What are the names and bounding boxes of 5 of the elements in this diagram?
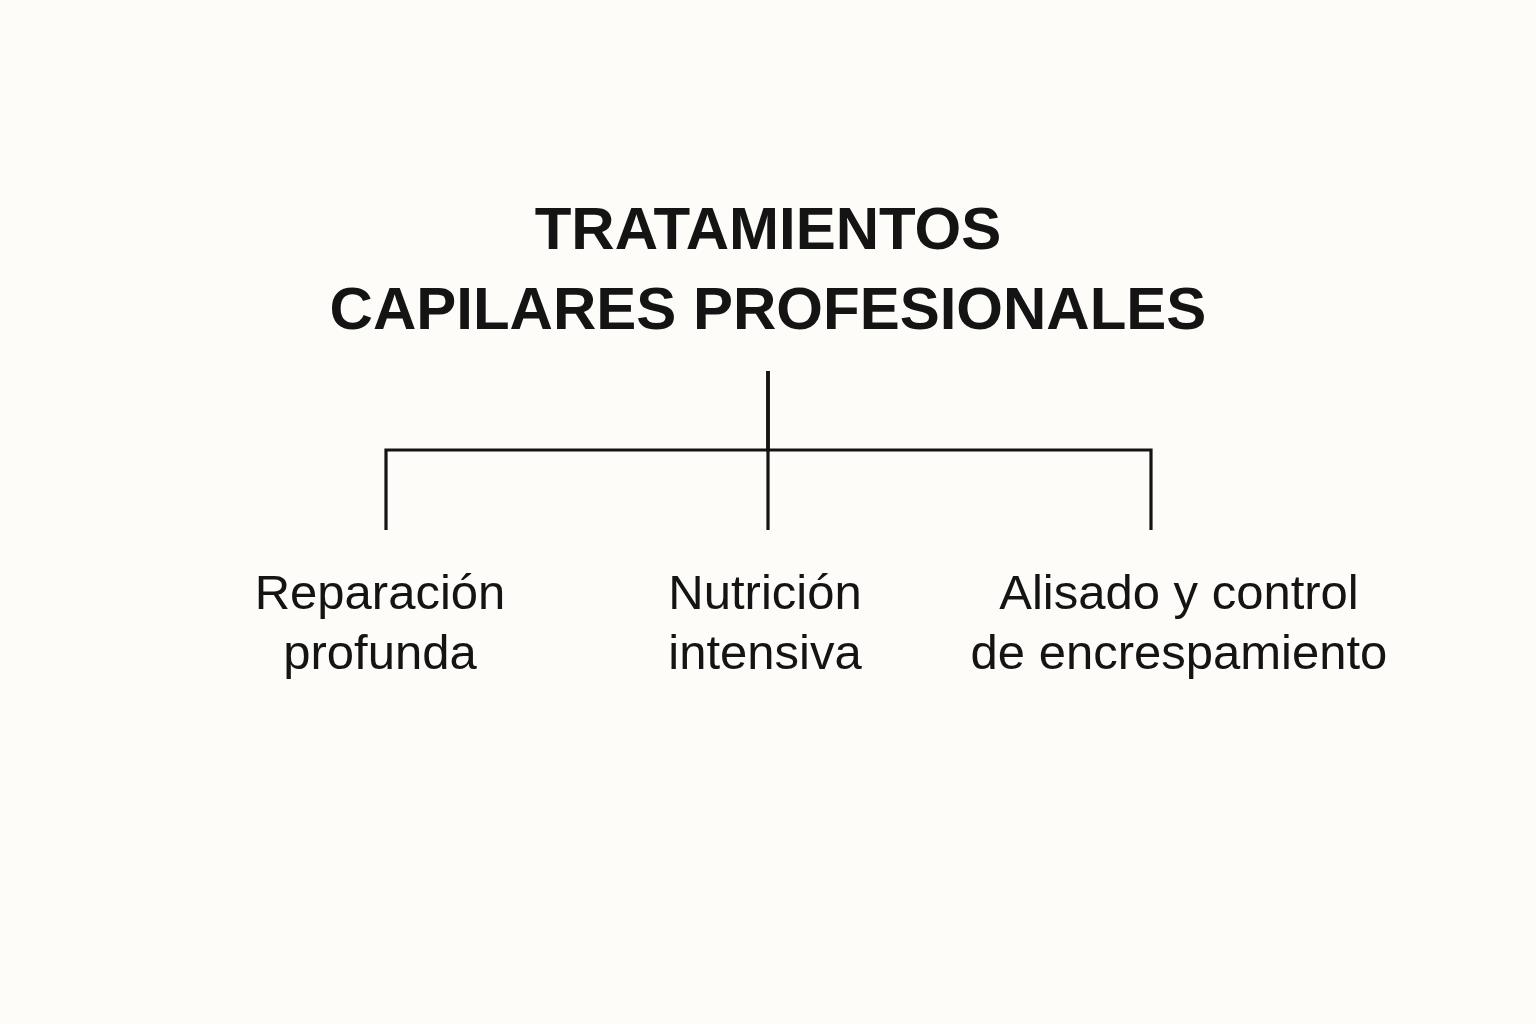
category-label: Reparación profunda xyxy=(230,562,530,682)
connector-line xyxy=(766,371,1153,530)
category-label: Nutrición intensiva xyxy=(635,562,895,682)
title-text: TRATAMIENTOS CAPILARES PROFESIONALES xyxy=(268,189,1268,349)
category-label: Alisado y control de encrespamiento xyxy=(969,562,1389,682)
